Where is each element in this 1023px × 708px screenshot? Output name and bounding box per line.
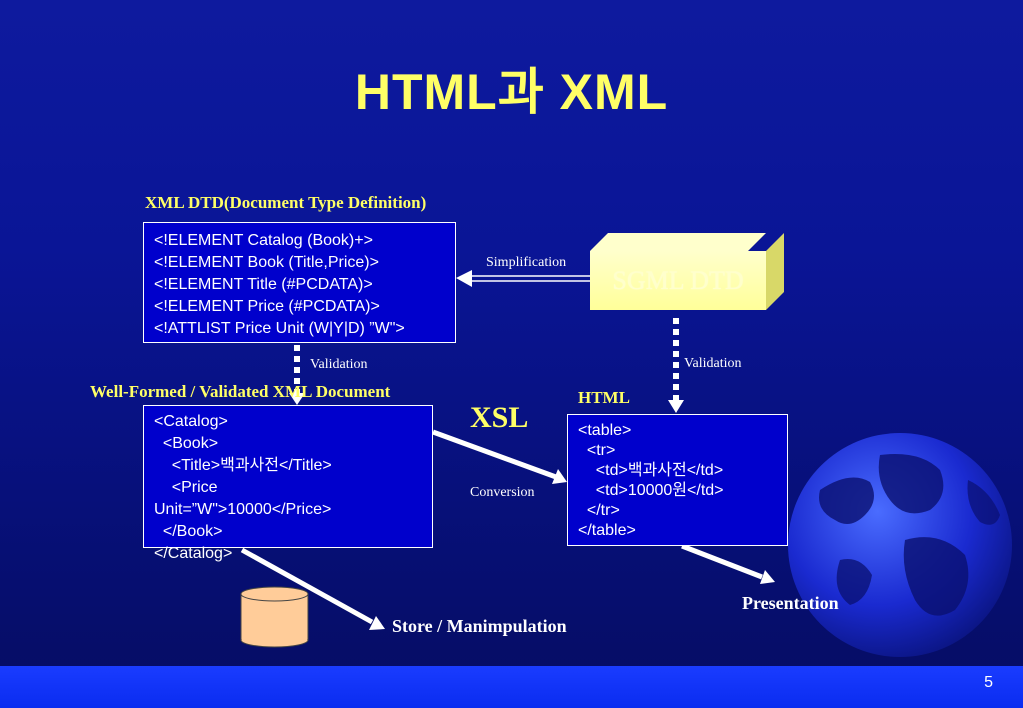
html-box: <table> <tr> <td>백과사전</td> <td>10000원</t… (567, 414, 788, 546)
validation-arrow-html (668, 318, 684, 413)
xml-line: <Title>백과사전</Title> (154, 457, 332, 474)
html-line: <td>10000원</td> (578, 482, 724, 499)
store-label: Store / Manimpulation (392, 616, 567, 636)
html-heading: HTML (578, 388, 630, 407)
xml-line: Unit=”W">10000</Price> (154, 501, 332, 518)
slide-title: HTML과 XML (354, 64, 669, 120)
html-line: <table> (578, 422, 632, 439)
validation-arrow-xml (289, 345, 305, 405)
dtd-heading: XML DTD(Document Type Definition) (145, 193, 427, 212)
simplification-arrow (456, 270, 590, 287)
html-line: </table> (578, 522, 636, 539)
xsl-label: XSL (470, 401, 529, 434)
xml-doc-box: <Catalog> <Book> <Title>백과사전</Title> <Pr… (143, 405, 433, 562)
store-arrow (240, 547, 385, 630)
xml-line: </Book> (154, 523, 223, 540)
dtd-box: <!ELEMENT Catalog (Book)+> <!ELEMENT Boo… (143, 222, 456, 343)
page-number: 5 (984, 674, 993, 691)
xml-line: <Book> (154, 435, 219, 452)
presentation-label: Presentation (742, 593, 839, 613)
dtd-line: <!ELEMENT Price (#PCDATA)> (154, 298, 380, 315)
sgml-dtd-box: SGML DTD (590, 251, 766, 310)
xml-line: <Catalog> (154, 413, 228, 430)
simplification-label: Simplification (486, 255, 567, 270)
validation-label-html: Validation (684, 356, 742, 371)
footer-bar (0, 666, 1023, 708)
conversion-label: Conversion (470, 485, 535, 500)
xml-doc-heading: Well-Formed / Validated XML Document (90, 382, 391, 401)
dtd-line: <!ELEMENT Catalog (Book)+> (154, 232, 373, 249)
conversion-arrow (432, 429, 567, 484)
database-cylinder-icon (240, 586, 309, 648)
validation-label-xml: Validation (310, 357, 368, 372)
presentation-arrow (681, 543, 775, 584)
html-line: </tr> (578, 502, 620, 519)
xml-line: <Price (154, 479, 218, 496)
sgml-box-side (766, 233, 784, 310)
xml-line: </Catalog> (154, 545, 233, 562)
html-line: <tr> (578, 442, 616, 459)
sgml-box-top (590, 233, 766, 251)
dtd-line: <!ELEMENT Book (Title,Price)> (154, 254, 379, 271)
dtd-line: <!ELEMENT Title (#PCDATA)> (154, 276, 373, 293)
html-line: <td>백과사전</td> (578, 462, 724, 479)
dtd-line: <!ATTLIST Price Unit (W|Y|D) ”W"> (154, 320, 405, 337)
